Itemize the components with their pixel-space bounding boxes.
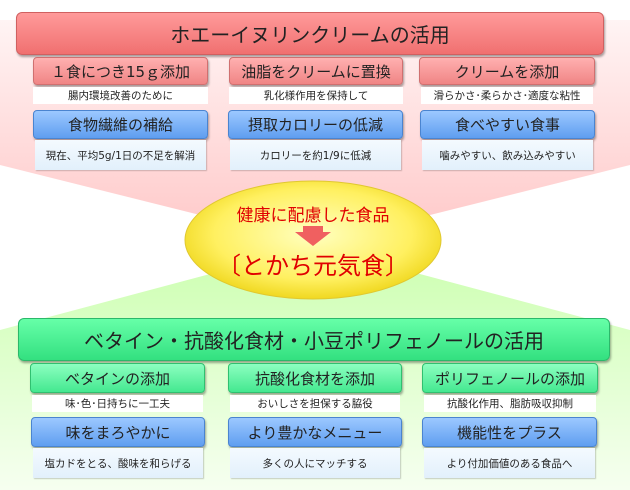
top-banner: ホエーイヌリンクリームの活用 bbox=[16, 12, 604, 55]
bottom-detail-2: 多くの人にマッチする bbox=[230, 448, 400, 478]
bottom-heading-3: ポリフェノールの添加 bbox=[422, 363, 598, 393]
bottom-detail-3: より付加価値のある食品へ bbox=[424, 448, 595, 478]
top-detail-2: カロリーを約1/9に低減 bbox=[230, 140, 401, 170]
bottom-benefit-2: より豊かなメニュー bbox=[228, 417, 402, 447]
down-arrow-icon bbox=[295, 226, 331, 246]
top-note-3: 滑らかさ･柔らかさ･適度な粘性 bbox=[421, 87, 593, 104]
center-text-1: 健康に配慮した食品 bbox=[236, 205, 390, 226]
top-detail-1: 現在、平均5g/1日の不足を解消 bbox=[35, 140, 206, 170]
top-detail-3: 噛みやすい、飲み込みやすい bbox=[422, 140, 593, 170]
bottom-benefit-3: 機能性をプラス bbox=[422, 417, 597, 447]
top-benefit-1: 食物繊維の補給 bbox=[33, 110, 208, 139]
bottom-note-2: おいしさを担保する脇役 bbox=[230, 395, 400, 412]
top-benefit-3: 食べやすい食事 bbox=[420, 110, 595, 139]
top-benefit-2: 摂取カロリーの低減 bbox=[228, 110, 403, 139]
top-heading-1: １食につき15ｇ添加 bbox=[33, 57, 208, 85]
top-note-1: 腸内環境改善のために bbox=[33, 87, 208, 104]
bottom-note-1: 味･色･日持ちに一工夫 bbox=[32, 395, 203, 412]
center-text-2: 〔とかち元気食〕 bbox=[217, 251, 409, 280]
top-heading-3: クリームを添加 bbox=[419, 57, 595, 85]
bottom-detail-1: 塩カドをとる、酸味を和らげる bbox=[33, 448, 203, 478]
bottom-note-3: 抗酸化作用、脂肪吸収抑制 bbox=[424, 395, 596, 412]
top-heading-2: 油脂をクリームに置換 bbox=[229, 57, 403, 85]
bottom-benefit-1: 味をまろやかに bbox=[31, 417, 205, 447]
bottom-heading-2: 抗酸化食材を添加 bbox=[228, 363, 402, 393]
top-note-2: 乳化様作用を保持して bbox=[229, 87, 403, 104]
bottom-heading-1: ベタインの添加 bbox=[30, 363, 205, 393]
bottom-banner: ベタイン・抗酸化食材・小豆ポリフェノールの活用 bbox=[18, 318, 610, 361]
